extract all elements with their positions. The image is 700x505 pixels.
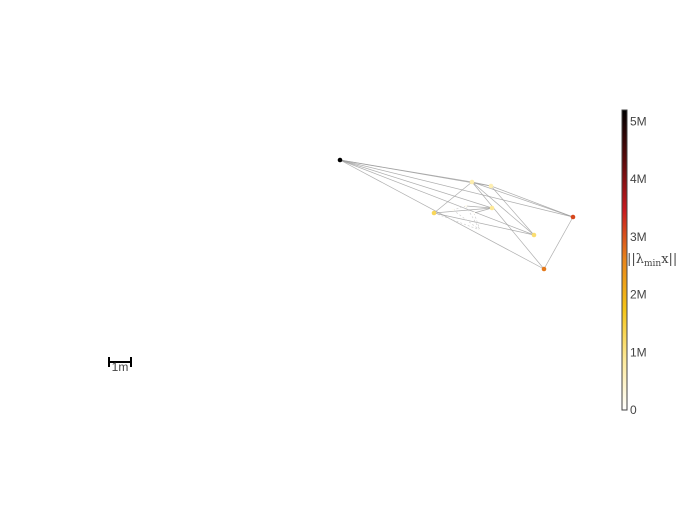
node-point xyxy=(531,232,537,238)
edge xyxy=(490,185,574,218)
colorbar-title: ||λminx|| xyxy=(627,252,677,269)
colorbar-tick-label: 5M xyxy=(630,115,647,129)
node-point xyxy=(541,266,547,272)
node-point xyxy=(570,214,576,220)
colorbar-gradient xyxy=(621,109,628,411)
node-point xyxy=(337,157,343,163)
edge xyxy=(339,159,535,236)
edge xyxy=(433,212,535,236)
colorbar: 0 1M 2M 3M 4M 5M ||λminx|| xyxy=(621,109,677,417)
edge xyxy=(465,205,493,209)
colorbar-tick-label: 3M xyxy=(630,230,647,244)
node-point xyxy=(488,183,494,189)
edges-layer xyxy=(339,159,574,270)
edge xyxy=(339,159,492,187)
edge xyxy=(339,159,574,218)
edge xyxy=(433,207,493,214)
edge xyxy=(339,159,493,209)
colorbar-title-sub: min xyxy=(644,259,661,269)
edge-faint xyxy=(473,212,481,231)
node-point xyxy=(489,205,495,211)
colorbar-tick-label: 1M xyxy=(630,345,647,359)
nodes-layer xyxy=(337,157,576,272)
edge xyxy=(490,185,535,236)
edge xyxy=(543,216,574,270)
edge xyxy=(471,181,492,187)
node-point xyxy=(469,179,475,185)
colorbar-title-tail: x|| xyxy=(661,252,677,267)
colorbar-ticks: 0 1M 2M 3M 4M 5M xyxy=(630,115,647,417)
colorbar-tick-label: 0 xyxy=(630,403,637,417)
node-point xyxy=(431,210,437,216)
colorbar-title-main: ||λ xyxy=(627,252,644,267)
edge-faint xyxy=(465,205,481,231)
edge xyxy=(433,181,473,214)
edge xyxy=(471,181,535,236)
node-point xyxy=(464,204,468,208)
scale-bar-label: 1m xyxy=(112,360,129,374)
colorbar-tick-label: 4M xyxy=(630,172,647,186)
scale-bar: 1m xyxy=(108,357,132,374)
edge xyxy=(471,181,574,218)
colorbar-tick-label: 2M xyxy=(630,288,647,302)
edge xyxy=(471,181,545,270)
edge xyxy=(473,207,493,214)
node-point xyxy=(472,211,476,215)
edge-faint xyxy=(452,209,481,231)
node-point xyxy=(478,228,482,232)
node-point xyxy=(451,208,455,212)
edge-faint xyxy=(433,212,481,231)
